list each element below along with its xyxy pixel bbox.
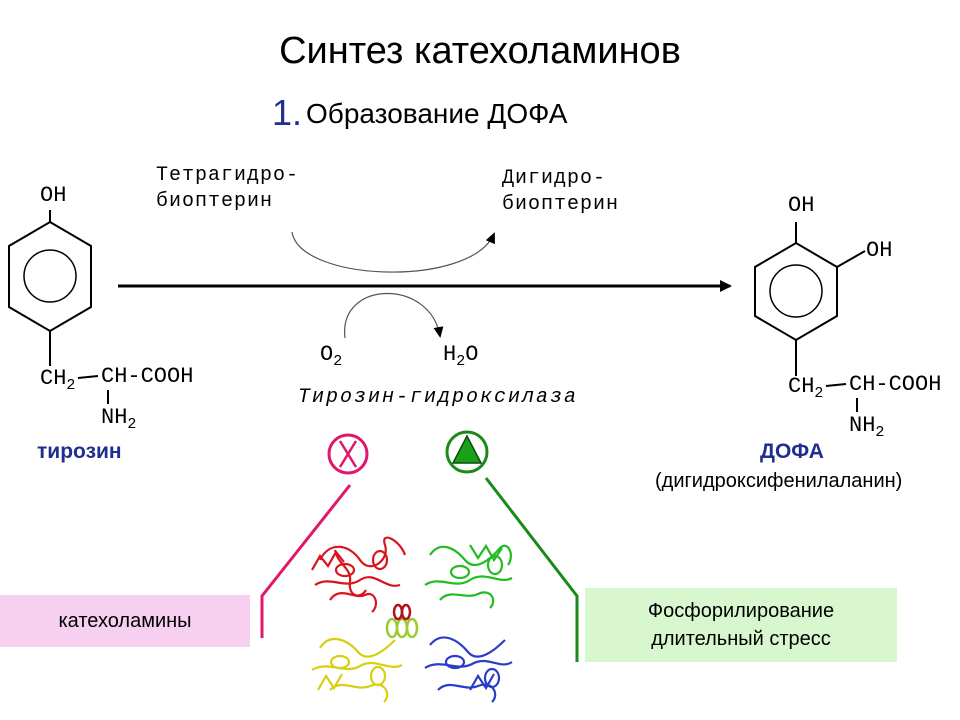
dopa-ch2-text: CH <box>788 374 815 399</box>
activator-label-line1: Фосфорилирование <box>647 600 835 622</box>
tyrosine-nh2-subscript: 2 <box>127 416 137 433</box>
oxygen-subscript: 2 <box>333 353 343 370</box>
water-label: H2O <box>443 342 478 375</box>
inhibition-symbol <box>327 433 369 475</box>
tyrosine-amino-group: NH2 <box>101 405 136 438</box>
dopa-oh-group-1: OH <box>788 193 815 218</box>
oxygen-text: O <box>320 342 334 367</box>
tetrahydrobiopterin-line2: биоптерин <box>156 190 274 213</box>
oxygen-label: O2 <box>320 342 342 375</box>
dopa-amino-group: NH2 <box>849 413 884 446</box>
activator-box: Фосфорилирование длительный стресс <box>585 588 897 662</box>
section-subtitle-text: Образование ДОФА <box>306 98 568 129</box>
inhibitor-label: катехоламины <box>58 610 192 632</box>
activator-connector <box>484 477 579 662</box>
tyrosine-benzene-ring <box>8 210 109 404</box>
section-subtitle: 1.Образование ДОФА <box>272 92 567 134</box>
activator-label-line2: длительный стресс <box>651 628 831 650</box>
tyrosine-oh-group: OH <box>40 183 67 208</box>
dopa-name: ДОФА <box>760 440 824 463</box>
dopa-nh2-text: NH <box>849 413 876 438</box>
dopa-oh-group-2: OH <box>866 238 893 263</box>
tyrosine-ch2-subscript: 2 <box>66 377 76 394</box>
water-subscript: 2 <box>456 353 466 370</box>
tyrosine-nh2-text: NH <box>101 405 128 430</box>
tetrahydrobiopterin-line1: Тетрагидро- <box>156 164 300 187</box>
dihydrobiopterin-line2: биоптерин <box>502 193 620 216</box>
dopa-full-name: (дигидроксифенилаланин) <box>655 470 903 492</box>
oxygen-curve-arrow <box>344 292 444 339</box>
dopa-side-chain: CH-COOH <box>849 372 942 397</box>
dopa-ch2-subscript: 2 <box>814 385 824 402</box>
inhibitor-connector <box>260 484 352 638</box>
tyrosine-hydroxylase-structure <box>311 536 513 703</box>
page-title: Синтез катехоламинов <box>279 30 681 72</box>
water-o-text: O <box>465 342 479 367</box>
tyrosine-side-chain: CH-COOH <box>101 364 194 389</box>
tyrosine-name: тирозин <box>37 440 122 463</box>
enzyme-name: Тирозин-гидроксилаза <box>298 386 579 409</box>
activation-symbol <box>445 430 489 474</box>
tyrosine-ch2-group: CH2 <box>40 366 75 399</box>
biopterin-curve-arrow <box>291 231 495 273</box>
tyrosine-ch2-text: CH <box>40 366 67 391</box>
section-number: 1. <box>272 92 303 133</box>
water-h-text: H <box>443 342 457 367</box>
inhibitor-box: катехоламины <box>0 595 250 647</box>
dopa-ch2-group: CH2 <box>788 374 823 407</box>
dopa-benzene-ring <box>754 222 866 412</box>
dihydrobiopterin-line1: Дигидро- <box>502 167 607 190</box>
dopa-nh2-subscript: 2 <box>875 424 885 441</box>
